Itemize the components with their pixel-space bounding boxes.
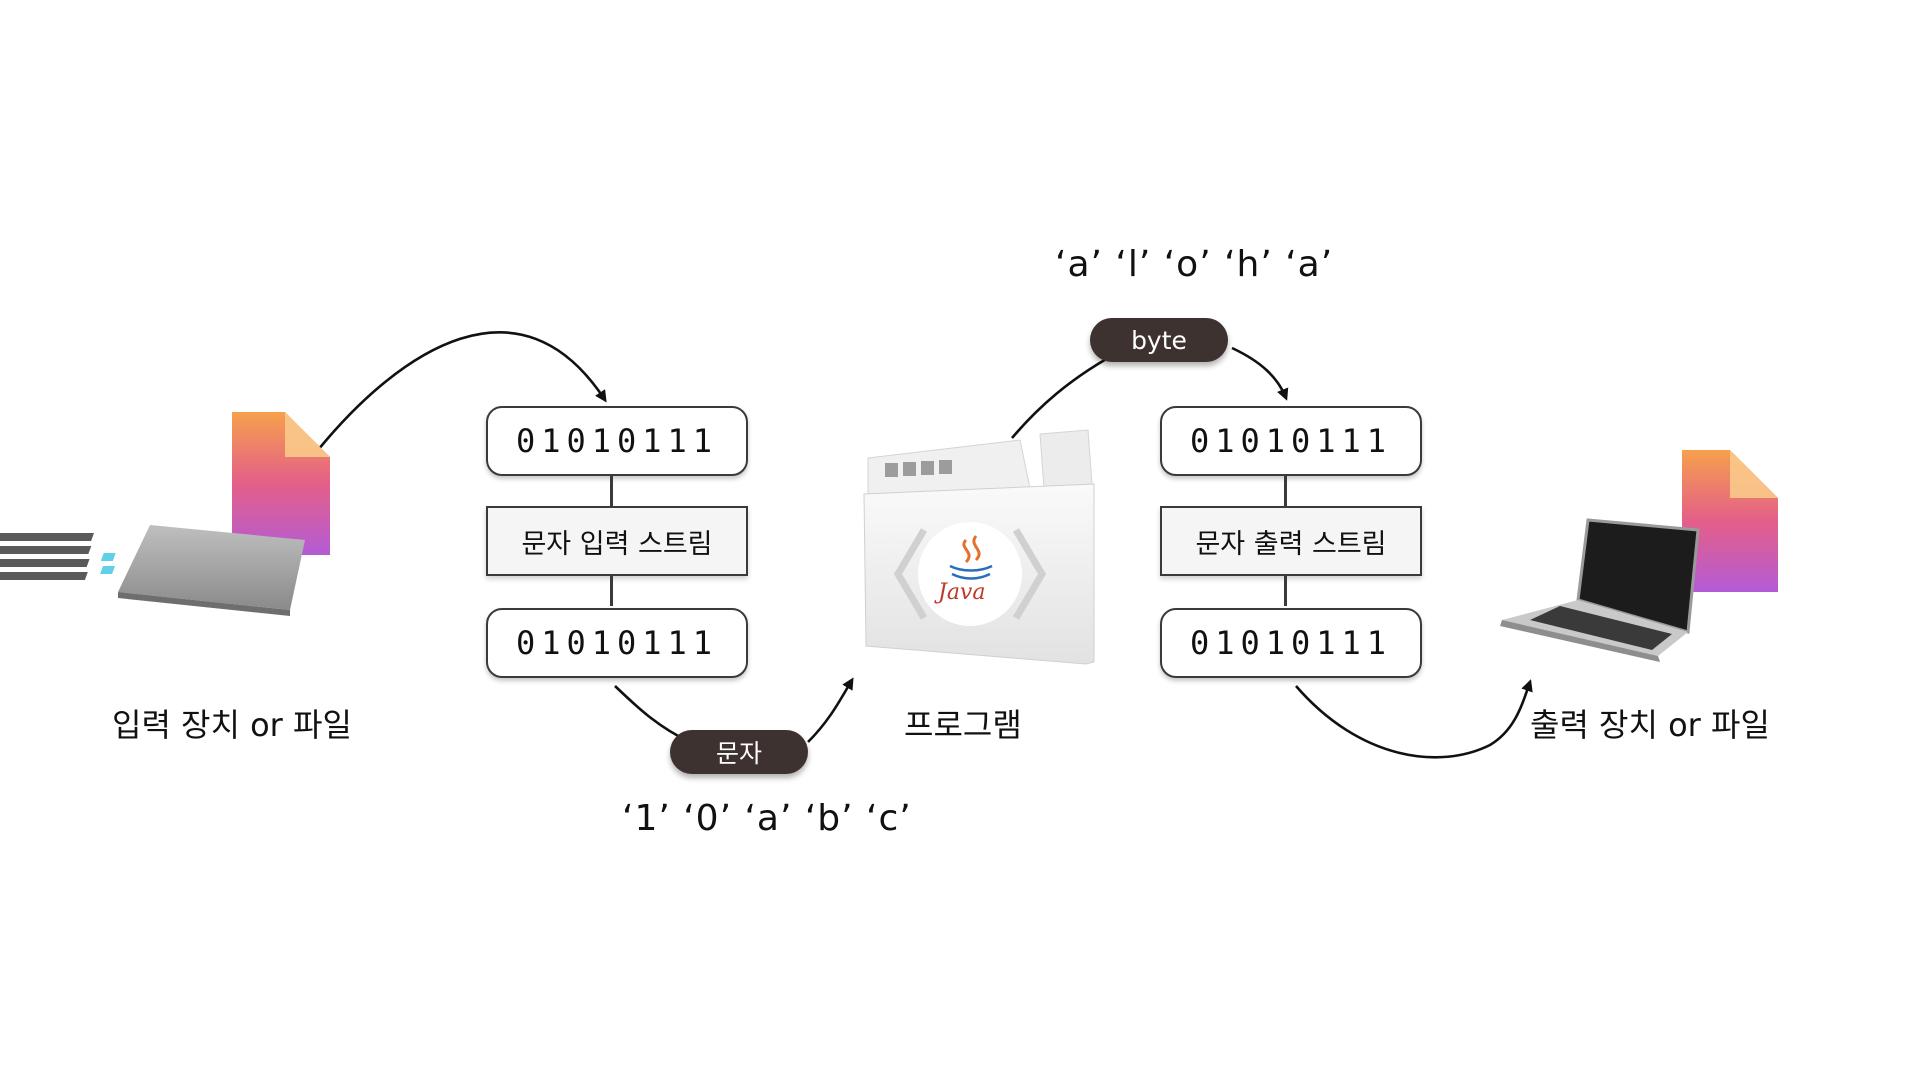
output-connector-bottom	[1284, 576, 1287, 606]
arrow-input-to-stream	[316, 331, 607, 451]
input-connector-bottom	[610, 576, 613, 606]
byte-pill: byte	[1090, 318, 1228, 362]
arrow-output-stream-to-device	[1295, 679, 1533, 759]
input-connector-top	[610, 476, 613, 506]
file-icon	[1682, 450, 1778, 592]
java-logo-text: Java	[938, 580, 986, 605]
output-connector-top	[1284, 476, 1287, 506]
input-stream-label: 문자 입력 스트림	[486, 506, 748, 576]
arrow-program-to-byte-pill	[1011, 356, 1109, 439]
laptop-icon	[1500, 518, 1700, 662]
output-top-bits: 01010111	[1160, 406, 1422, 476]
java-logo-icon	[918, 522, 1022, 626]
byte-sequence: ‘a’ ‘l’ ‘o’ ‘h’ ‘a’	[1055, 244, 1334, 285]
arrow-char-pill-to-program	[807, 677, 854, 743]
file-icon	[232, 412, 330, 555]
input-device-label: 입력 장치 or 파일	[112, 706, 352, 744]
arrow-byte-pill-to-output-stream	[1231, 346, 1289, 401]
input-top-bits: 01010111	[486, 406, 748, 476]
keyboard-icon	[0, 525, 305, 616]
char-sequence: ‘1’ ‘0’ ‘a’ ‘b’ ‘c’	[622, 798, 912, 839]
output-device-label: 출력 장치 or 파일	[1530, 706, 1770, 744]
output-stream-label: 문자 출력 스트림	[1160, 506, 1422, 576]
input-bottom-bits: 01010111	[486, 608, 748, 678]
program-label: 프로그램	[904, 706, 1022, 744]
output-bottom-bits: 01010111	[1160, 608, 1422, 678]
char-pill: 문자	[670, 730, 808, 774]
